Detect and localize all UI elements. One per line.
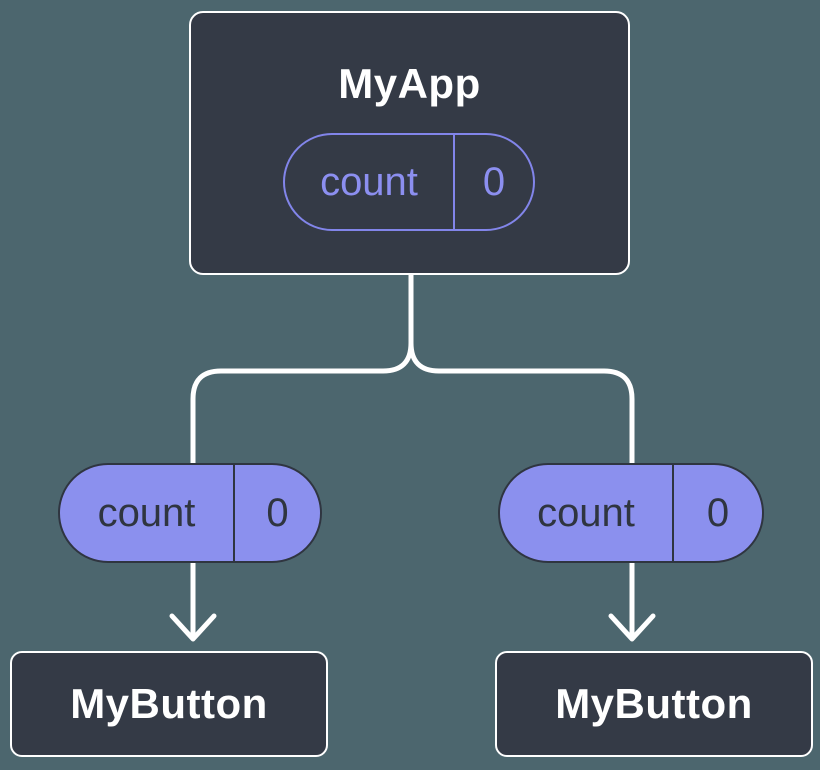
tree-branch-right (408, 271, 635, 469)
prop-value: 0 (266, 491, 289, 535)
prop-value: 0 (482, 160, 506, 204)
tree-branch-left (190, 271, 414, 469)
arrow-left (169, 553, 217, 642)
node-mybutton-right: MyButton (495, 651, 813, 757)
node-myapp: MyApp count 0 (189, 11, 630, 275)
node-title: MyButton (555, 680, 753, 727)
node-mybutton-left: MyButton (10, 651, 328, 757)
node-title: MyApp (338, 60, 481, 107)
prop-pill-right: count 0 (498, 463, 764, 563)
arrow-right (608, 553, 656, 642)
prop-pill-root: count 0 (283, 133, 535, 231)
prop-pill-left: count 0 (58, 463, 322, 563)
node-title: MyButton (70, 680, 268, 727)
prop-name: count (285, 135, 455, 229)
prop-name: count (60, 465, 235, 561)
prop-name: count (500, 465, 674, 561)
prop-value: 0 (706, 491, 730, 535)
